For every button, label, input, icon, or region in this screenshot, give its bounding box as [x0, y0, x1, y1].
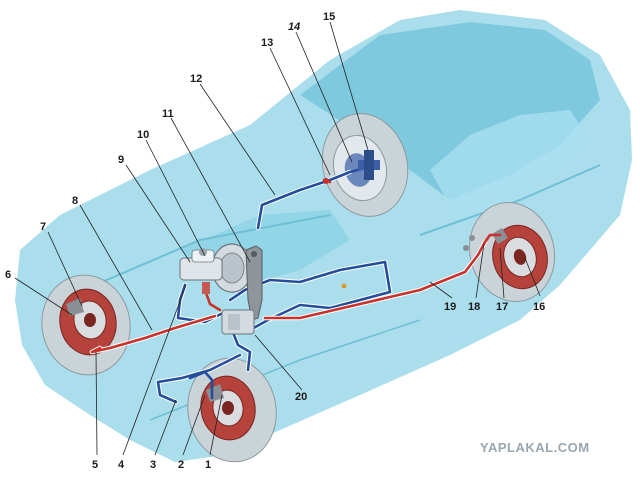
callout-3: 3 — [150, 459, 156, 471]
callout-11: 11 — [162, 108, 174, 120]
callout-18: 18 — [468, 301, 480, 313]
callout-6: 6 — [5, 269, 11, 281]
callout-5: 5 — [92, 459, 98, 471]
callouts: 1 2 3 4 5 6 7 8 9 10 11 12 13 14 15 16 1… — [5, 11, 545, 471]
callout-12: 12 — [190, 73, 202, 85]
callout-1: 1 — [205, 459, 211, 471]
rear-right-hose — [463, 235, 475, 251]
leader-lines — [14, 21, 541, 456]
callout-13: 13 — [261, 37, 273, 49]
callout-20: 20 — [295, 391, 307, 403]
callout-10: 10 — [137, 129, 149, 141]
rear-left-fittings — [323, 150, 380, 184]
callout-9: 9 — [118, 154, 124, 166]
callout-7: 7 — [40, 221, 46, 233]
brake-pedal — [245, 245, 263, 321]
callout-19: 19 — [444, 301, 456, 313]
callout-4: 4 — [118, 459, 125, 471]
callout-16: 16 — [533, 301, 545, 313]
floor-marker — [341, 283, 347, 289]
callout-14: 14 — [288, 21, 300, 33]
callout-2: 2 — [178, 459, 184, 471]
callout-8: 8 — [72, 195, 78, 207]
watermark: YAPLAKAL.COM — [480, 440, 590, 455]
callout-17: 17 — [496, 301, 508, 313]
callout-15: 15 — [323, 11, 335, 23]
pressure-regulator — [221, 309, 255, 335]
front-right-wheel — [187, 357, 277, 463]
